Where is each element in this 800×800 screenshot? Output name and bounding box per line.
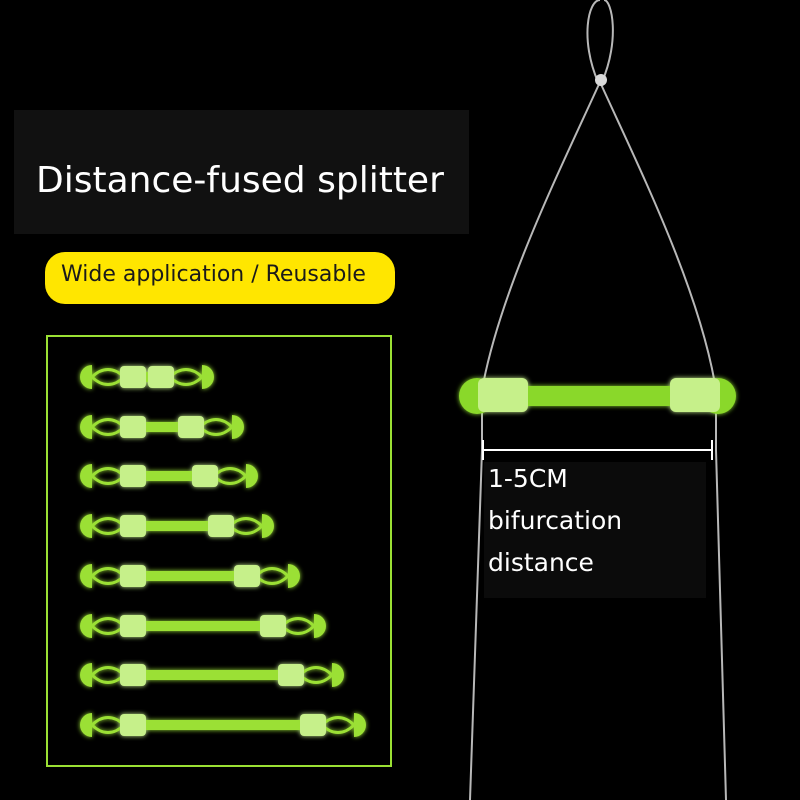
variant-loop-left	[90, 617, 127, 635]
variant-bar	[124, 471, 214, 481]
variant-sleeve-right	[234, 565, 260, 587]
feature-badge-label: Wide application / Reusable	[61, 262, 366, 287]
line-knot	[595, 74, 607, 86]
feature-badge	[45, 252, 395, 304]
variant-end-left	[80, 564, 92, 588]
variant-bar	[124, 521, 230, 531]
variant-end-right	[202, 365, 214, 389]
variant-loop-left	[90, 467, 127, 485]
variant-end-right	[262, 514, 274, 538]
variant-sleeve-left	[120, 664, 146, 686]
variant-end-right	[232, 415, 244, 439]
variant-end-right	[288, 564, 300, 588]
fishing-line	[469, 0, 727, 800]
caption-line-2: bifurcation	[488, 506, 623, 535]
variant-end-left	[80, 514, 92, 538]
variant-bar	[124, 720, 322, 730]
variant-loop-right	[197, 418, 234, 436]
variant-bar	[124, 571, 256, 581]
size-variant-4	[80, 514, 274, 538]
variant-loop-left	[90, 716, 127, 734]
variant-bar	[124, 621, 282, 631]
title-panel	[14, 110, 469, 234]
variant-sleeve-right	[148, 366, 174, 388]
size-variants	[80, 365, 366, 737]
splitter-sleeve-right	[670, 378, 720, 412]
variant-loop-right	[253, 567, 290, 585]
splitter-bar	[480, 386, 710, 406]
variant-end-right	[354, 713, 366, 737]
variant-loop-right	[319, 716, 356, 734]
distance-indicator	[482, 440, 713, 460]
size-variant-1	[80, 365, 214, 389]
variant-sleeve-right	[208, 515, 234, 537]
variant-sleeve-right	[260, 615, 286, 637]
size-variant-5	[80, 564, 300, 588]
variant-loop-right	[211, 467, 248, 485]
variant-sleeve-left	[120, 714, 146, 736]
caption-distance-range: 1-5CM	[488, 464, 568, 493]
size-variant-6	[80, 614, 326, 638]
variant-sleeve-left	[120, 615, 146, 637]
variant-sleeve-right	[300, 714, 326, 736]
page-title: Distance-fused splitter	[36, 160, 444, 201]
variant-loop-left	[90, 368, 127, 386]
variant-loop-right	[167, 368, 204, 386]
variant-sleeve-left	[120, 465, 146, 487]
variant-end-left	[80, 464, 92, 488]
variant-sleeve-left	[120, 366, 146, 388]
variant-loop-left	[90, 517, 127, 535]
size-variant-2	[80, 415, 244, 439]
variant-sleeve-left	[120, 515, 146, 537]
variant-end-left	[80, 415, 92, 439]
caption-panel	[484, 462, 706, 598]
variant-loop-left	[90, 666, 127, 684]
variant-loop-left	[90, 567, 127, 585]
size-variant-8	[80, 713, 366, 737]
variant-loop-right	[279, 617, 316, 635]
variant-end-left	[80, 663, 92, 687]
variant-bar	[124, 670, 300, 680]
variant-end-left	[80, 365, 92, 389]
variant-end-left	[80, 614, 92, 638]
size-variants-frame	[46, 335, 392, 767]
size-variant-7	[80, 663, 344, 687]
variant-end-left	[80, 713, 92, 737]
variant-loop-right	[227, 517, 264, 535]
variant-end-right	[332, 663, 344, 687]
variant-sleeve-left	[120, 416, 146, 438]
size-variant-3	[80, 464, 258, 488]
splitter-sleeve-left	[478, 378, 528, 412]
caption-line-3: distance	[488, 548, 594, 577]
line-left-leg	[469, 81, 601, 800]
variant-loop-right	[297, 666, 334, 684]
variant-loop-left	[90, 418, 127, 436]
variant-sleeve-left	[120, 565, 146, 587]
line-top-loop	[586, 0, 614, 83]
variant-sleeve-right	[178, 416, 204, 438]
variant-end-right	[246, 464, 258, 488]
line-right-leg	[599, 81, 727, 800]
variant-end-right	[314, 614, 326, 638]
variant-sleeve-right	[192, 465, 218, 487]
large-splitter	[459, 378, 736, 414]
variant-sleeve-right	[278, 664, 304, 686]
